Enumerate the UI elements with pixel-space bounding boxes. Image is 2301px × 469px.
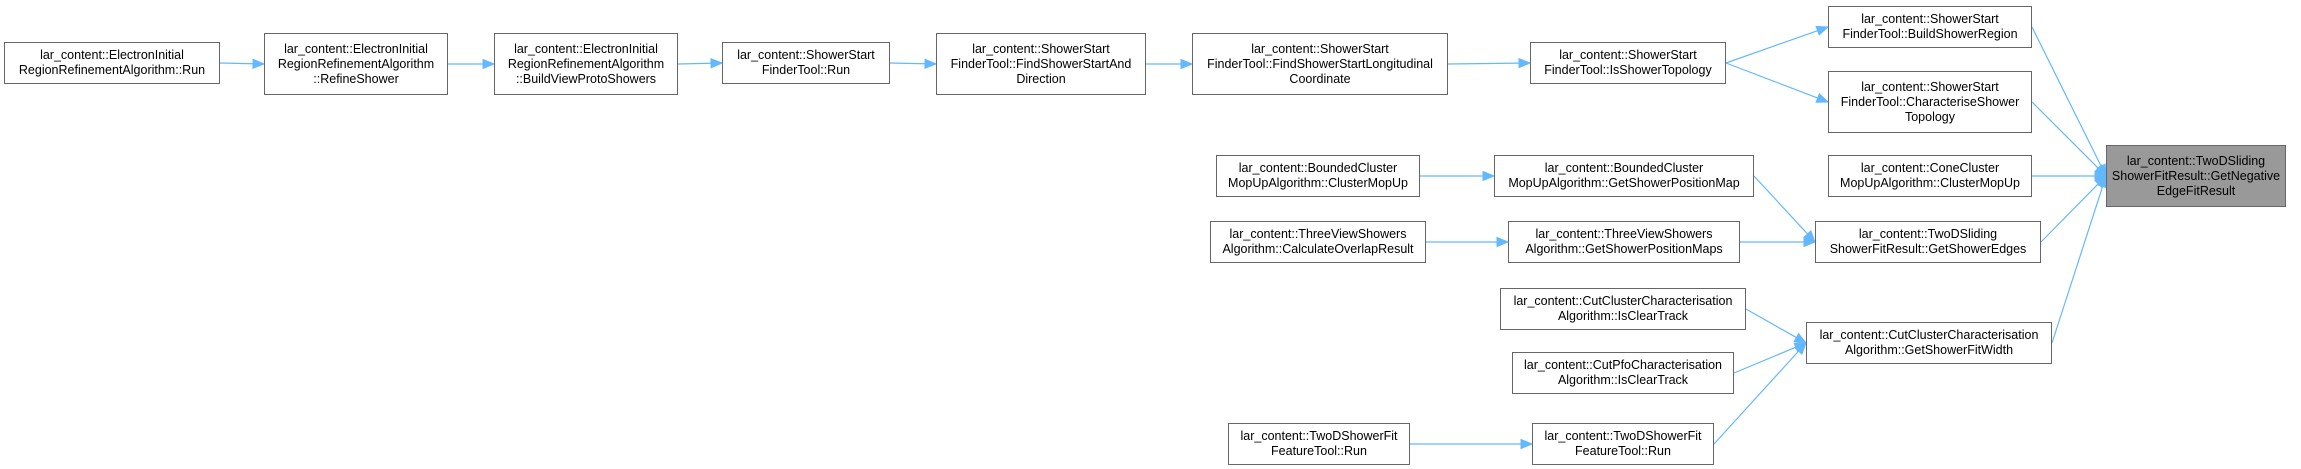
node-boundedcluster-getshowerpositionmap[interactable]: lar_content::BoundedCluster MopUpAlgorit… xyxy=(1494,155,1754,197)
node-line: lar_content::ConeCluster xyxy=(1860,161,2000,175)
node-line: FinderTool::FindShowerStartAnd xyxy=(950,56,1132,71)
node-line: MopUpAlgorithm::ClusterMopUp xyxy=(1840,176,2020,190)
node-line: RegionRefinementAlgorithm::Run xyxy=(18,63,206,77)
node-line: Topology xyxy=(1904,109,1956,124)
edge-arrowhead xyxy=(1520,438,1534,450)
edge-arrowhead xyxy=(1518,57,1532,69)
node-showerstartfinder-buildshowerregion[interactable]: lar_content::ShowerStart FinderTool::Bui… xyxy=(1828,6,2032,48)
node-twodshowerfitfeaturetool-run-caller[interactable]: lar_content::TwoDShowerFit FeatureTool::… xyxy=(1228,423,1410,465)
node-showerstartfinder-characteriseshowertopology[interactable]: lar_content::ShowerStart FinderTool::Cha… xyxy=(1828,71,2032,133)
node-twodsliding-getnegativeedgefitresult: lar_content::TwoDSliding ShowerFitResult… xyxy=(2106,145,2286,207)
node-line: FeatureTool::Run xyxy=(1271,444,1367,458)
node-line: lar_content::ShowerStart xyxy=(1861,12,1999,26)
node-line: lar_content::CutPfoCharacterisation xyxy=(1523,358,1723,372)
node-showerstartfinder-findshowerstartlongitudinalcoordinate[interactable]: lar_content::ShowerStart FinderTool::Fin… xyxy=(1192,33,1448,95)
node-cutclustercharacterisation-getshowerfitwidth[interactable]: lar_content::CutClusterCharacterisation … xyxy=(1806,322,2052,364)
edge-arrowhead xyxy=(1803,236,1817,248)
edge-featureToolRun-to-getShowerFitWidth xyxy=(1713,350,1800,445)
edge-arrowhead xyxy=(710,58,724,69)
node-showerstartfinder-findshowerstartanddirection[interactable]: lar_content::ShowerStart FinderTool::Fin… xyxy=(936,33,1146,95)
node-showerstartfinder-run[interactable]: lar_content::ShowerStart FinderTool::Run xyxy=(722,42,890,84)
node-line: lar_content::ThreeViewShowers xyxy=(1535,227,1713,241)
node-showerstartfinder-isshowertopology[interactable]: lar_content::ShowerStart FinderTool::IsS… xyxy=(1530,42,1726,84)
node-coneclustermopup-clustermopup[interactable]: lar_content::ConeCluster MopUpAlgorithm:… xyxy=(1828,155,2032,197)
node-line: lar_content::ThreeViewShowers xyxy=(1229,227,1407,241)
node-line: EdgeFitResult xyxy=(2156,183,2236,198)
node-boundedcluster-clustermopup[interactable]: lar_content::BoundedCluster MopUpAlgorit… xyxy=(1216,155,1420,197)
node-electroninitial-run[interactable]: lar_content::ElectronInitial RegionRefin… xyxy=(4,42,220,84)
edge-arrowhead xyxy=(1794,342,1807,356)
node-line: Algorithm::GetShowerPositionMaps xyxy=(1525,242,1723,256)
node-line: Algorithm::IsClearTrack xyxy=(1557,373,1689,387)
node-line: lar_content::TwoDShowerFit xyxy=(1240,429,1398,443)
node-line: lar_content::CutClusterCharacterisation xyxy=(1819,328,2039,342)
node-line: Algorithm::IsClearTrack xyxy=(1557,309,1689,323)
node-line: FinderTool::Run xyxy=(761,63,851,77)
node-line: ShowerFitResult::GetShowerEdges xyxy=(1829,242,2027,256)
node-line: lar_content::ElectronInitial xyxy=(40,48,184,62)
edge-arrowhead xyxy=(482,58,496,70)
edge-getShowerEdges-to-root xyxy=(2040,183,2099,243)
node-line: Algorithm::CalculateOverlapResult xyxy=(1222,242,1414,256)
edge-arrowhead xyxy=(1815,92,1830,103)
edge-finderRun-to-findStartAndDirection xyxy=(889,62,926,65)
edge-arrowhead xyxy=(252,58,266,69)
node-threeviewshowers-calculateoverlapresult[interactable]: lar_content::ThreeViewShowers Algorithm:… xyxy=(1210,221,1426,263)
node-line: MopUpAlgorithm::GetShowerPositionMap xyxy=(1508,176,1740,190)
node-twodsliding-getshoweredges[interactable]: lar_content::TwoDSliding ShowerFitResult… xyxy=(1815,221,2041,263)
node-line: ::BuildViewProtoShowers xyxy=(515,71,657,86)
node-line: lar_content::ShowerStart xyxy=(972,41,1110,56)
edge-cutClusterIsClearTrack-to-getShowerFitWidth xyxy=(1745,308,1797,339)
edge-isShowerTopology-to-buildShowerRegion xyxy=(1725,30,1818,64)
node-line: lar_content::ShowerStart xyxy=(1861,79,1999,94)
node-line: lar_content::BoundedCluster xyxy=(1238,161,1398,175)
edge-arrowhead xyxy=(1180,58,1194,70)
node-line: RegionRefinementAlgorithm xyxy=(277,56,435,71)
node-line: FinderTool::BuildShowerRegion xyxy=(1842,27,2018,41)
node-line: lar_content::ShowerStart xyxy=(737,48,875,62)
node-line: Algorithm::GetShowerFitWidth xyxy=(1844,343,2014,357)
edge-buildViewProtoShowers-to-finderRun xyxy=(677,62,712,65)
node-line: lar_content::ElectronInitial xyxy=(284,41,428,56)
edge-arrowhead xyxy=(1496,236,1510,248)
node-line: lar_content::ShowerStart xyxy=(1559,48,1697,62)
node-line: FinderTool::CharacteriseShower xyxy=(1840,94,2020,109)
edge-arrowhead xyxy=(1793,332,1808,344)
node-line: Coordinate xyxy=(1289,71,1351,86)
edge-buildShowerRegion-to-root xyxy=(2031,26,2102,167)
edge-electronRun-to-refineShower xyxy=(219,62,254,65)
node-line: lar_content::TwoDShowerFit xyxy=(1544,429,1702,443)
node-line: FeatureTool::Run xyxy=(1575,444,1671,458)
edge-arrowhead xyxy=(1482,170,1496,182)
edge-cutPfoIsClearTrack-to-getShowerFitWidth xyxy=(1733,346,1797,374)
node-line: MopUpAlgorithm::ClusterMopUp xyxy=(1228,176,1408,190)
node-line: lar_content::ShowerStart xyxy=(1251,41,1389,56)
edge-characteriseTopology-to-root xyxy=(2031,101,2099,169)
edge-getShowerFitWidth-to-root xyxy=(2051,186,2104,344)
node-line: ::RefineShower xyxy=(313,71,399,86)
node-cutpfocharacterisation-iscleartrack[interactable]: lar_content::CutPfoCharacterisation Algo… xyxy=(1512,352,1734,394)
edge-findLongitudinal-to-isShowerTopology xyxy=(1447,62,1520,65)
node-line: FinderTool::IsShowerTopology xyxy=(1544,63,1712,77)
edge-getShowerPositionMap-to-getShowerEdges xyxy=(1753,175,1808,235)
node-cutclustercharacterisation-iscleartrack[interactable]: lar_content::CutClusterCharacterisation … xyxy=(1500,288,1746,330)
edge-arrowhead xyxy=(1815,25,1830,36)
node-line: lar_content::CutClusterCharacterisation xyxy=(1513,294,1733,308)
node-twodshowerfitfeaturetool-run[interactable]: lar_content::TwoDShowerFit FeatureTool::… xyxy=(1532,423,1714,465)
node-line: lar_content::TwoDSliding xyxy=(1858,227,1998,241)
node-line: lar_content::BoundedCluster xyxy=(1544,161,1704,175)
node-electroninitial-buildviewprotoshowers[interactable]: lar_content::ElectronInitial RegionRefin… xyxy=(494,33,678,95)
node-line: Direction xyxy=(1016,71,1066,86)
edge-isShowerTopology-to-characteriseTopology xyxy=(1725,62,1818,99)
node-line: RegionRefinementAlgorithm xyxy=(507,56,665,71)
node-electroninitial-refineshower[interactable]: lar_content::ElectronInitial RegionRefin… xyxy=(264,33,448,95)
node-line: lar_content::TwoDSliding xyxy=(2126,153,2266,168)
node-line: FinderTool::FindShowerStartLongitudinal xyxy=(1207,56,1433,71)
node-line: ShowerFitResult::GetNegative xyxy=(2111,168,2281,183)
node-threeviewshowers-getshowerpositionmaps[interactable]: lar_content::ThreeViewShowers Algorithm:… xyxy=(1508,221,1740,263)
edge-arrowhead xyxy=(924,58,938,69)
node-line: lar_content::ElectronInitial xyxy=(514,41,658,56)
